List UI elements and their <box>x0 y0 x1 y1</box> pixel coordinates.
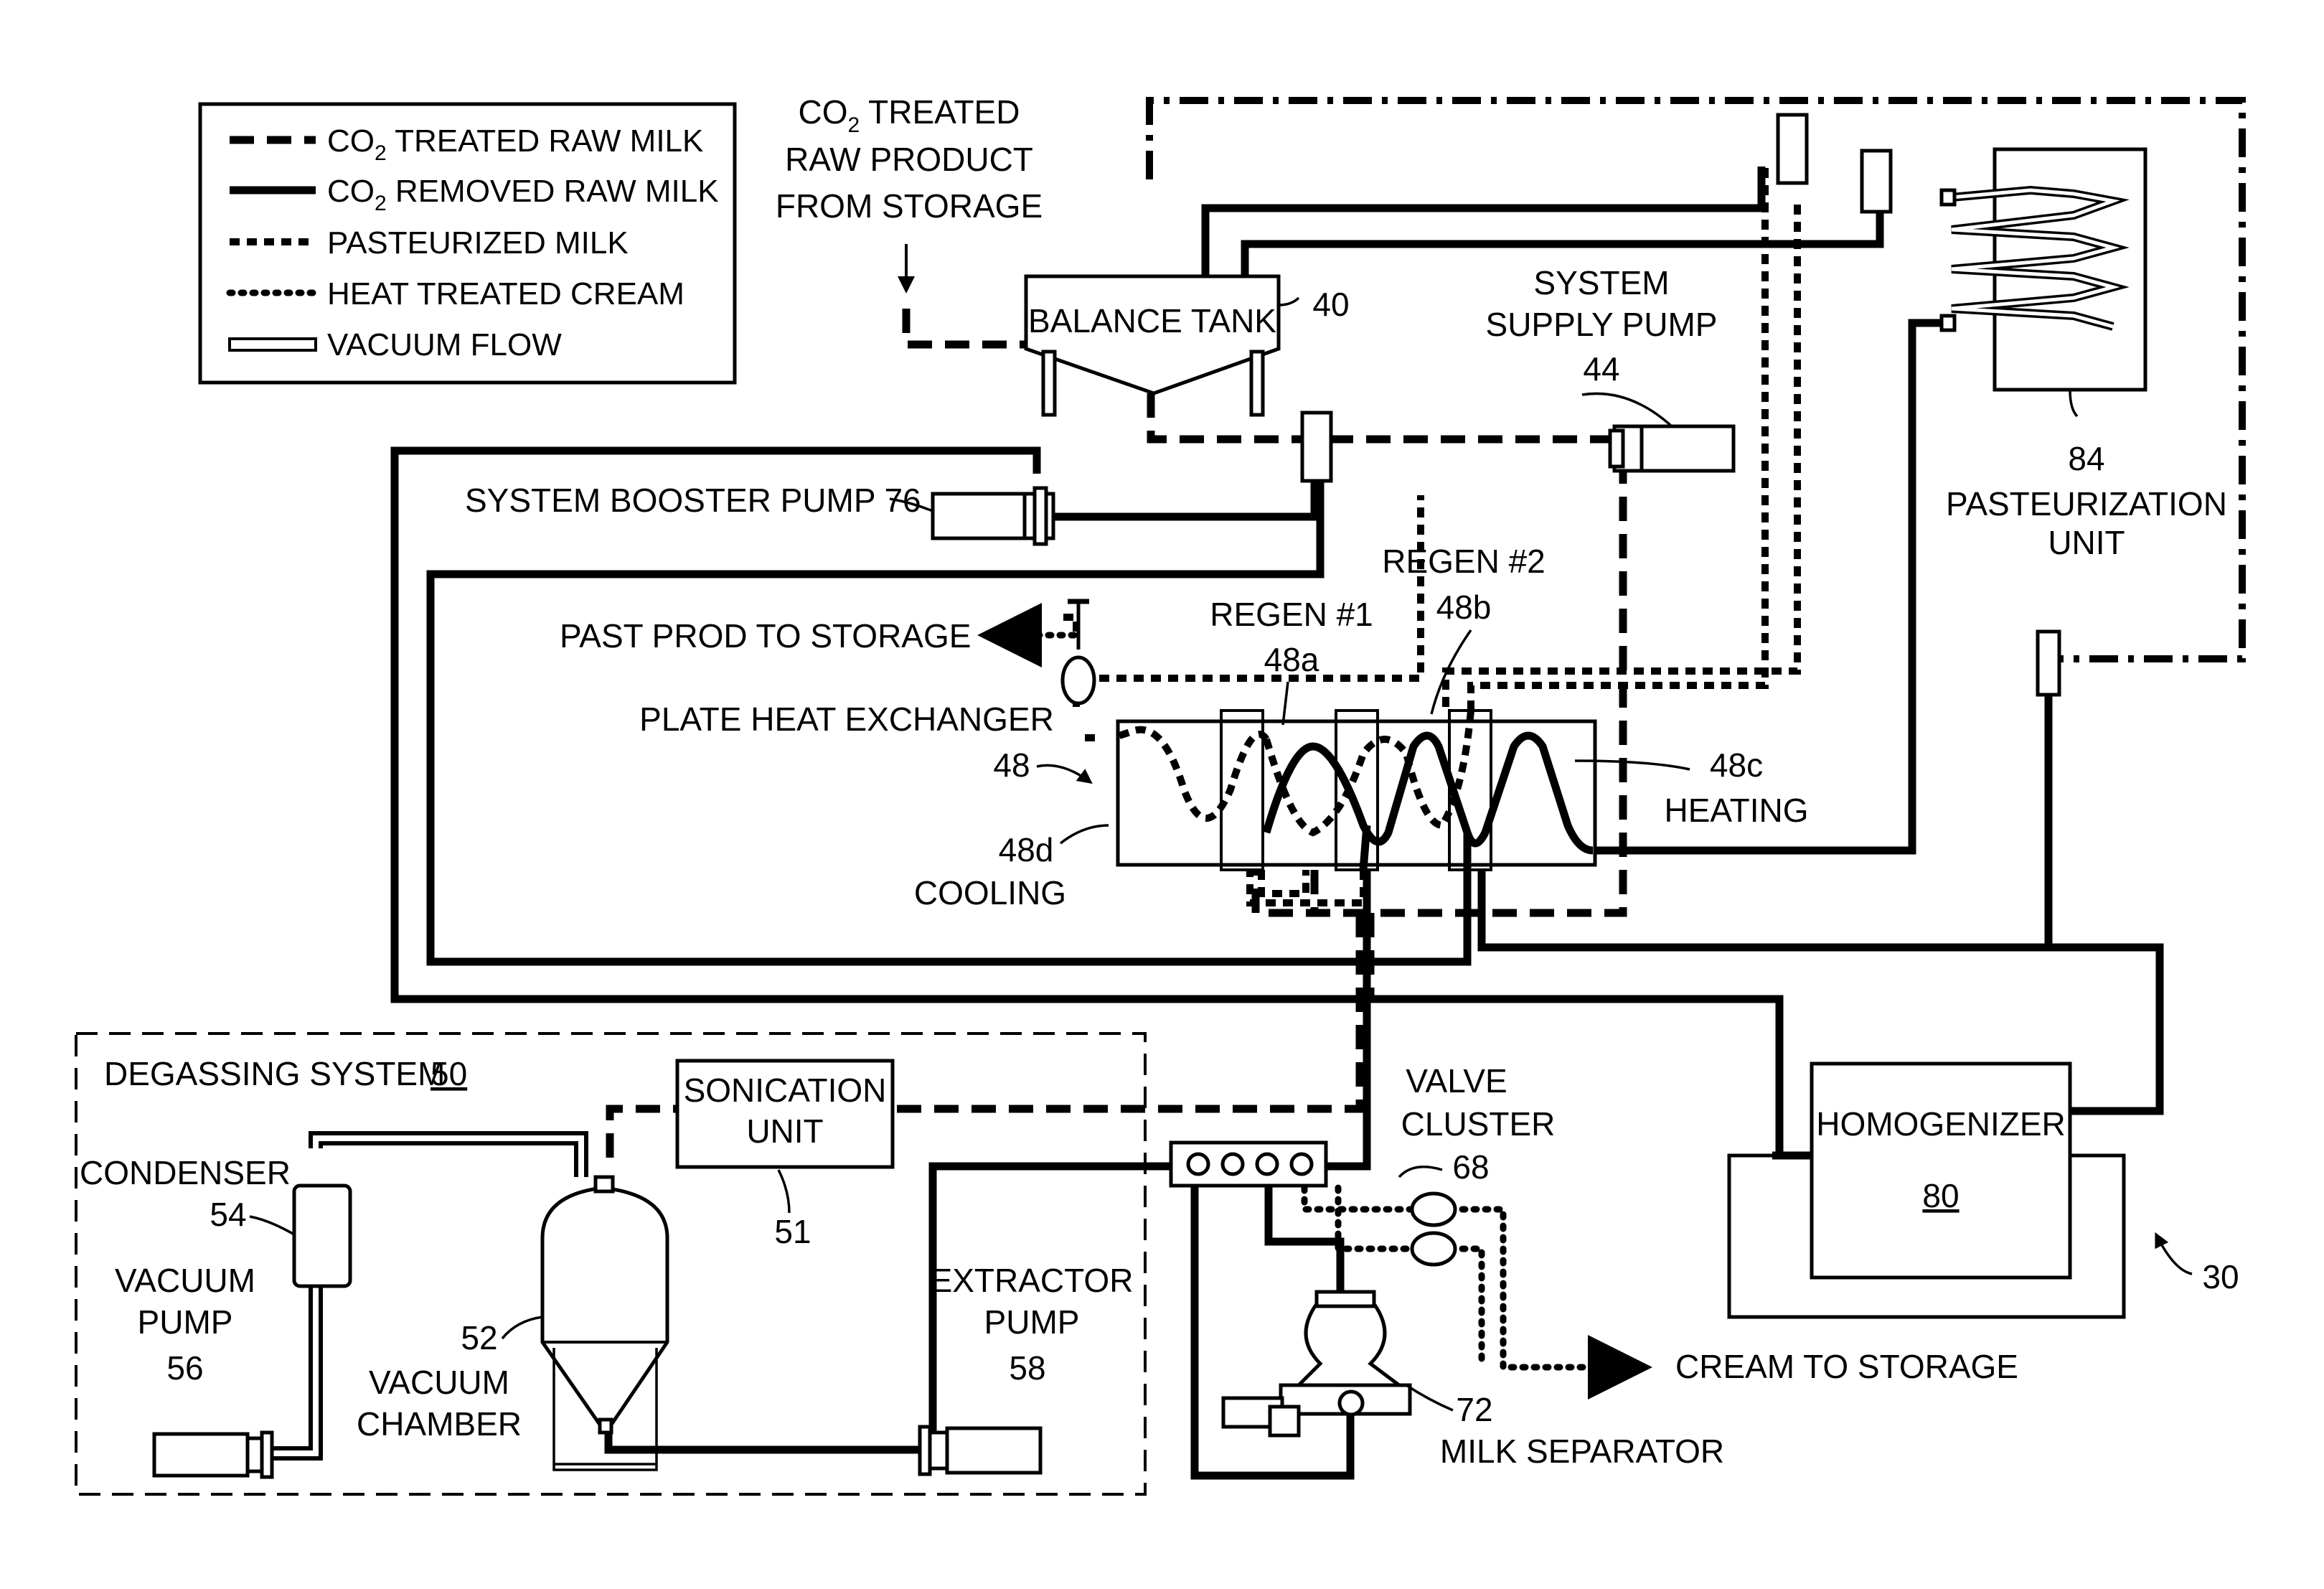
valve-balance <box>1302 413 1331 481</box>
booster-pump-label: SYSTEM BOOSTER PUMP 76 <box>465 482 921 519</box>
supply-pump-line1: SYSTEM <box>1533 264 1669 301</box>
separator-label: MILK SEPARATOR <box>1440 1433 1724 1470</box>
heating-label: HEATING <box>1664 792 1808 829</box>
regen1-label: REGEN #1 <box>1210 596 1373 633</box>
past-prod-valve <box>1063 657 1094 703</box>
supply-pump-ref: 44 <box>1583 350 1619 388</box>
plate-heat-exchanger: REGEN #1 48a REGEN #2 48b PLATE HEAT EXC… <box>639 543 1808 911</box>
cream-to-storage-label: CREAM TO STORAGE <box>1675 1348 2018 1385</box>
cooling-ref: 48d <box>999 831 1054 868</box>
vacuum-pump-line1: VACUUM <box>115 1262 255 1299</box>
homogenizer: HOMOGENIZER 80 <box>1729 1064 2124 1317</box>
cream-valve-1 <box>1412 1194 1455 1225</box>
condenser-line1: CONDENSER <box>80 1154 291 1191</box>
balance-tank-ref: 40 <box>1312 286 1349 323</box>
heating-ref: 48c <box>1710 746 1763 784</box>
supply-pump-line2: SUPPLY PUMP <box>1486 306 1718 343</box>
condenser-body <box>294 1186 350 1286</box>
system-ref-label: 30 <box>2202 1258 2239 1295</box>
balance-tank-label: BALANCE TANK <box>1028 302 1276 339</box>
extractor-pump-line2: PUMP <box>984 1303 1080 1341</box>
pasteurization-unit: 84 PASTEURIZATION UNIT <box>1942 149 2227 561</box>
regen2-label: REGEN #2 <box>1382 543 1546 580</box>
balance-tank: BALANCE TANK 40 <box>1026 276 1350 415</box>
legend-label-pasteurized: PASTEURIZED MILK <box>327 225 629 261</box>
valve-cluster-ref: 68 <box>1452 1148 1489 1186</box>
extractor-pump-ref: 58 <box>1009 1349 1045 1387</box>
vacuum-chamber-line2: CHAMBER <box>357 1405 522 1443</box>
regen1-ref: 48a <box>1264 641 1319 678</box>
regen2-ref: 48b <box>1436 589 1492 626</box>
co2-source-line3: FROM STORAGE <box>776 187 1043 225</box>
supply-pump-body <box>1642 426 1733 471</box>
co2-source-line2: RAW PRODUCT <box>785 141 1033 178</box>
booster-pump-body <box>933 494 1025 538</box>
phx-body <box>1118 721 1595 865</box>
milk-separator: 72 MILK SEPARATOR <box>1223 1292 1724 1470</box>
sonication-line1: SONICATION <box>684 1072 887 1109</box>
vacuum-chamber: 52 VACUUM CHAMBER <box>357 1177 667 1470</box>
vacuum-chamber-ref: 52 <box>461 1319 497 1356</box>
vacuum-pump-body <box>154 1434 248 1476</box>
valve-past-2 <box>1862 151 1891 212</box>
pasteurization-ref: 84 <box>2068 440 2104 477</box>
valve-past-1 <box>1778 115 1807 183</box>
phx-label: PLATE HEAT EXCHANGER <box>639 700 1054 738</box>
system-ref: 30 <box>2156 1234 2239 1295</box>
sonication-ref: 51 <box>774 1213 811 1250</box>
phx-ref: 48 <box>993 746 1030 784</box>
valve-cluster-line1: VALVE <box>1406 1062 1507 1100</box>
pasteurization-line2: UNIT <box>2048 524 2125 561</box>
degassing-label: DEGASSING SYSTEM <box>104 1055 445 1092</box>
cooling-label: COOLING <box>914 874 1066 911</box>
past-prod-outlet: PAST PROD TO STORAGE <box>560 599 1094 703</box>
pasteurization-line1: PASTEURIZATION <box>1946 485 2227 522</box>
legend-label-cream: HEAT TREATED CREAM <box>327 276 685 311</box>
vacuum-pump: VACUUM PUMP 56 <box>115 1262 272 1477</box>
separator-bowl <box>1299 1299 1399 1385</box>
degassing-ref: 50 <box>431 1055 467 1092</box>
condenser-ref: 54 <box>210 1196 246 1233</box>
vacuum-chamber-body <box>542 1188 667 1425</box>
legend: CO2 TREATED RAW MILK CO2 REMOVED RAW MIL… <box>200 104 735 383</box>
vacuum-chamber-line1: VACUUM <box>369 1364 509 1401</box>
separator-ref: 72 <box>1456 1391 1492 1428</box>
co2-source-line1: CO2 TREATED <box>799 93 1020 137</box>
extractor-pump: EXTRACTOR PUMP 58 <box>920 1262 1133 1474</box>
co2-source: CO2 TREATED RAW PRODUCT FROM STORAGE <box>776 93 1043 291</box>
homogenizer-body <box>1812 1064 2070 1278</box>
valve-cluster-line2: CLUSTER <box>1401 1105 1556 1143</box>
sonication-line2: UNIT <box>746 1112 823 1150</box>
sonication-unit: SONICATION UNIT 51 <box>677 1061 893 1250</box>
extractor-pump-body <box>947 1428 1040 1473</box>
system-booster-pump: SYSTEM BOOSTER PUMP 76 <box>465 482 1053 544</box>
past-prod-label: PAST PROD TO STORAGE <box>560 617 971 655</box>
homogenizer-label: HOMOGENIZER <box>1816 1105 2066 1143</box>
vacuum-pump-ref: 56 <box>166 1349 203 1387</box>
valve-right <box>2038 632 2059 695</box>
cream-valve-2 <box>1412 1233 1455 1265</box>
legend-label-vacuum: VACUUM FLOW <box>327 327 562 362</box>
extractor-pump-line1: EXTRACTOR <box>931 1262 1134 1299</box>
homogenizer-ref: 80 <box>1922 1177 1959 1214</box>
legend-line-vacuum <box>230 339 316 350</box>
vacuum-pump-line2: PUMP <box>138 1303 233 1341</box>
